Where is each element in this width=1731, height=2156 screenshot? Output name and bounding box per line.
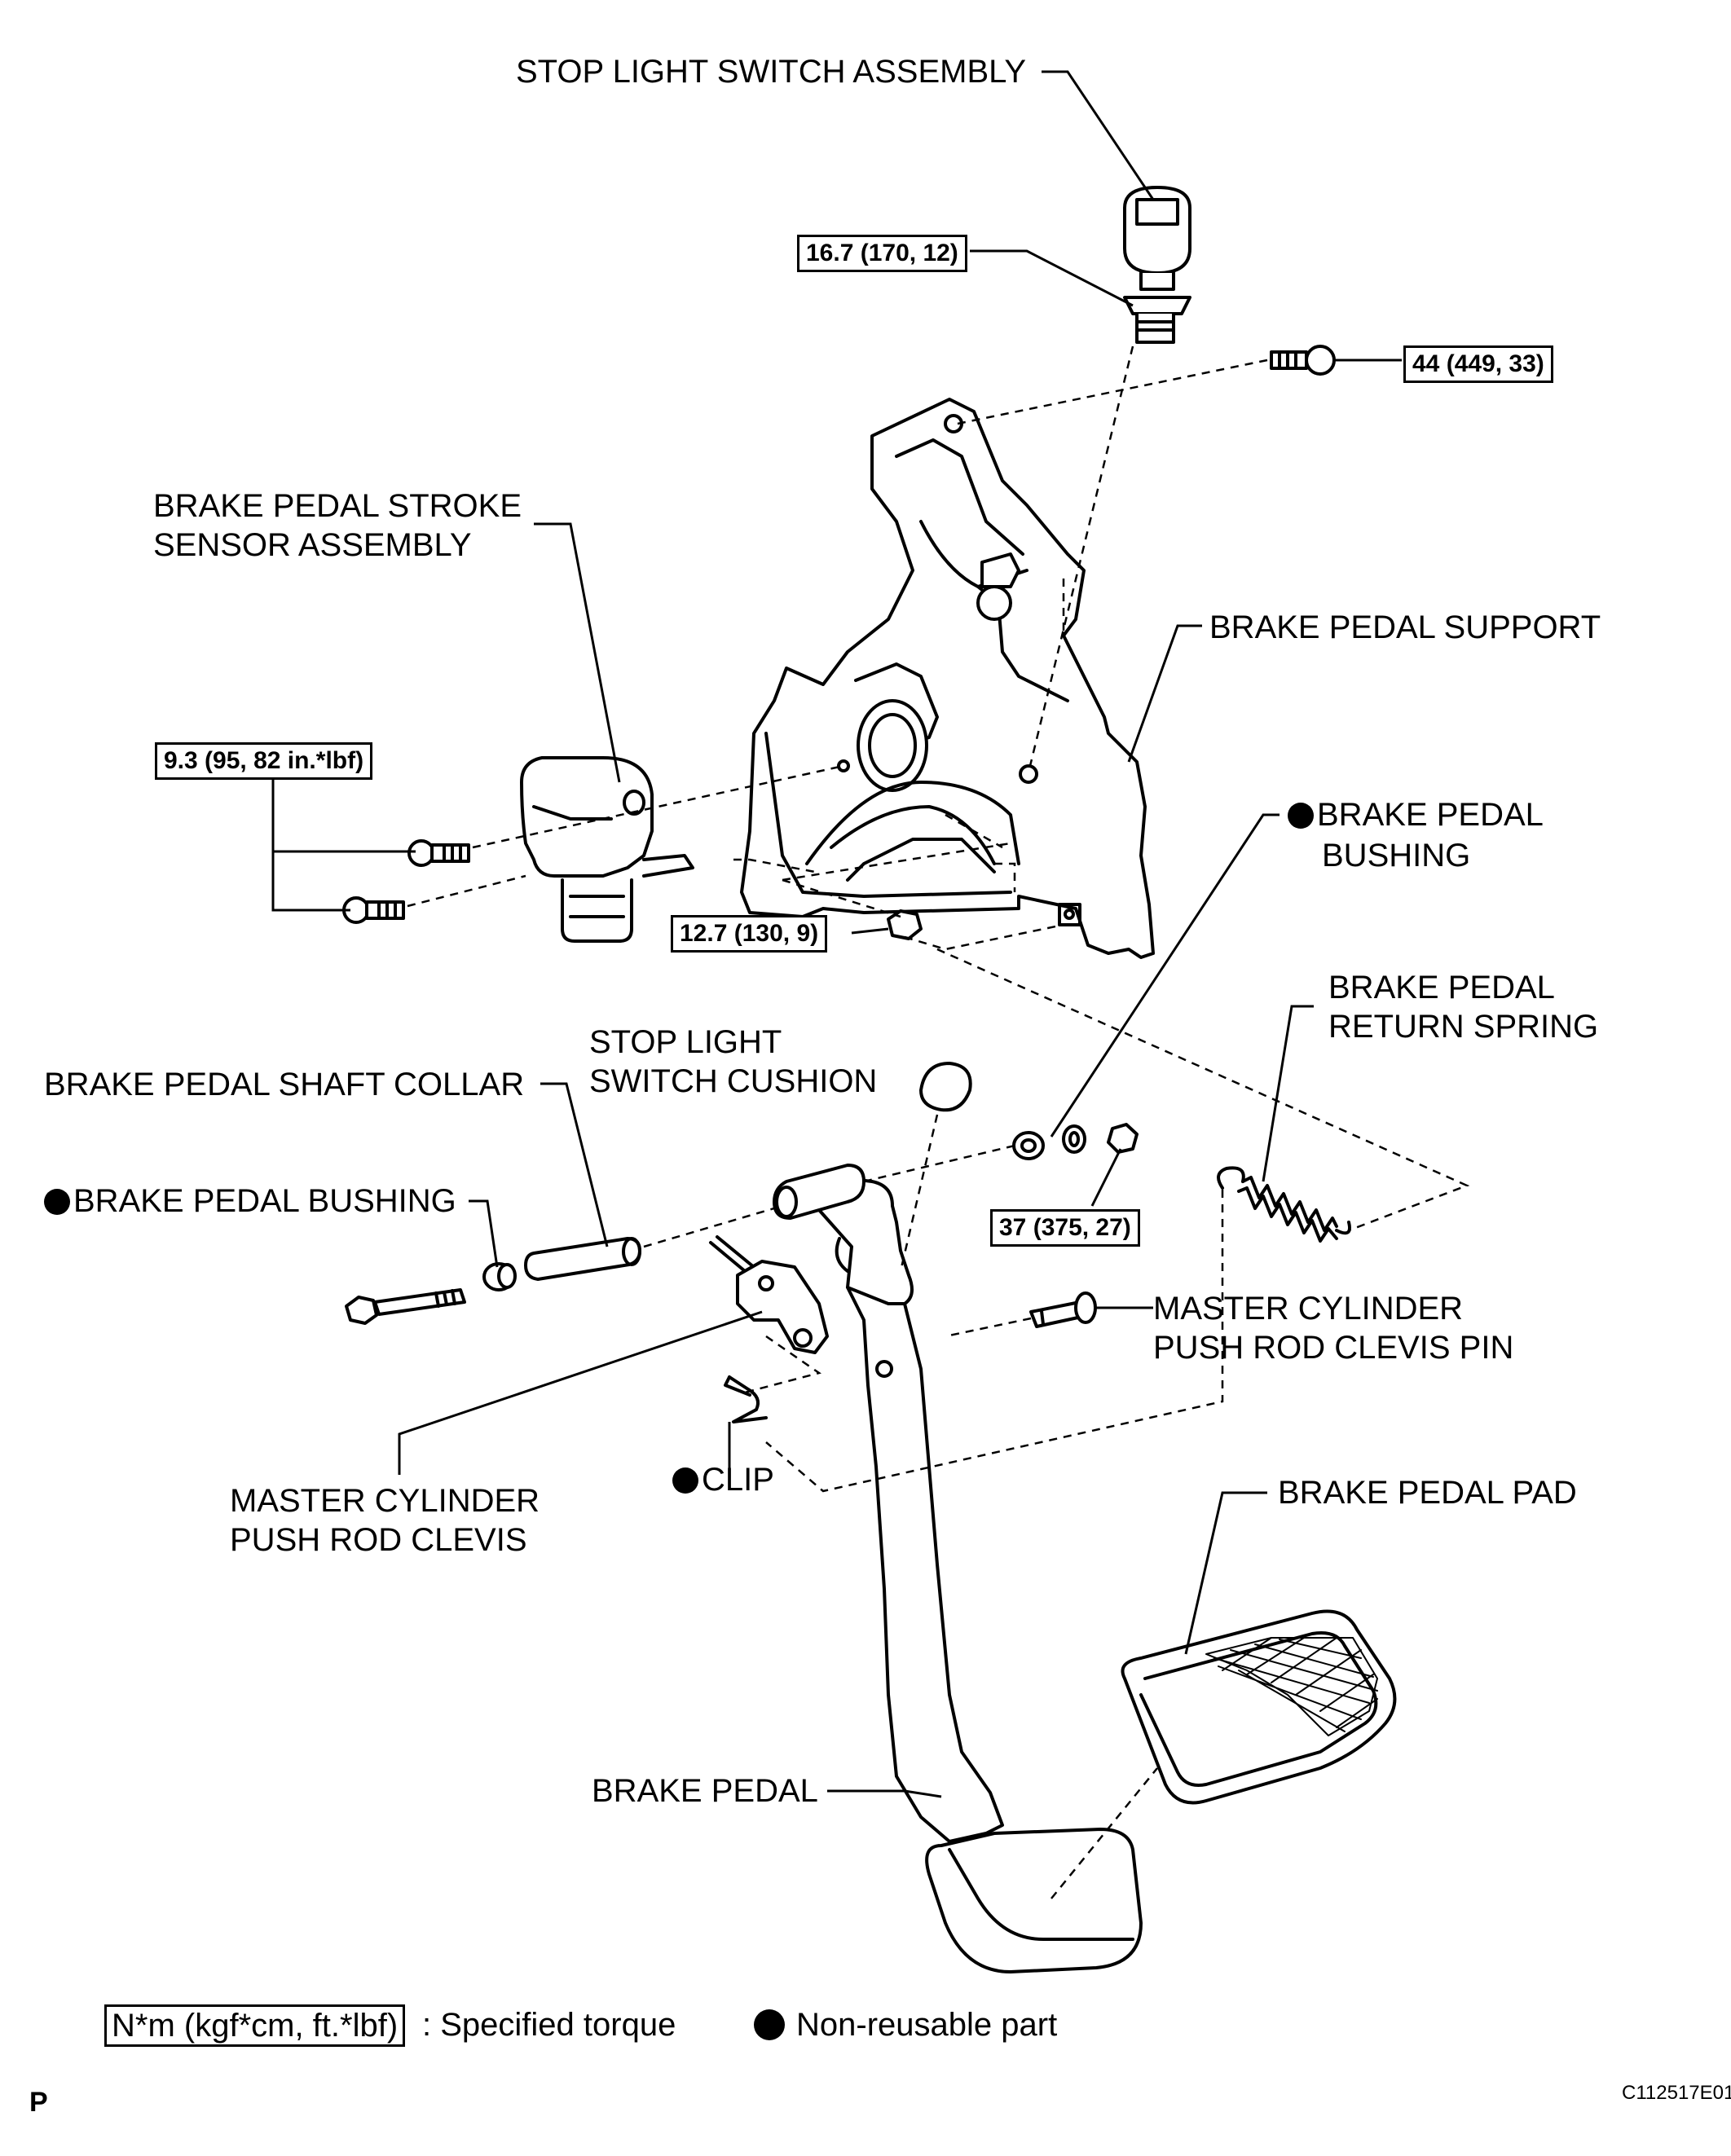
clevis-pin-part	[1029, 1291, 1097, 1328]
label-return-spring-line1: BRAKE PEDAL	[1328, 970, 1555, 1005]
leader-lines	[271, 70, 1402, 1798]
label-brake-pedal-bushing-upper-line2: BUSHING	[1322, 838, 1471, 873]
label-stop-light-switch-assembly: STOP LIGHT SWITCH ASSEMBLY	[516, 54, 1027, 90]
stop-light-switch-part	[1123, 186, 1191, 344]
label-shaft-collar: BRAKE PEDAL SHAFT COLLAR	[44, 1067, 525, 1102]
label-brake-pedal-pad: BRAKE PEDAL PAD	[1278, 1475, 1577, 1511]
label-clip: CLIP	[672, 1460, 774, 1499]
legend-nonreusable-text: Non-reusable part	[796, 2007, 1058, 2043]
switch-cushion-part	[919, 1062, 972, 1112]
torque-pivot-nut: 37 (375, 27)	[990, 1209, 1140, 1247]
label-push-rod-clevis-line1: MASTER CYLINDER	[230, 1483, 540, 1519]
brake-pedal-pad-part	[1121, 1609, 1397, 1805]
torque-stroke-sensor-bolts: 9.3 (95, 82 in.*lbf)	[155, 742, 373, 780]
assembly-guide-lines	[407, 345, 1470, 1899]
legend-torque-desc: : Specified torque	[422, 2007, 676, 2043]
torque-support-bolt: 44 (449, 33)	[1403, 345, 1553, 383]
label-clip-text: CLIP	[702, 1462, 774, 1498]
label-brake-pedal-support: BRAKE PEDAL SUPPORT	[1209, 609, 1601, 645]
pivot-hardware-part	[1012, 1123, 1139, 1160]
return-spring-part	[1217, 1166, 1351, 1243]
nonreusable-dot-icon	[672, 1467, 698, 1494]
label-brake-pedal: BRAKE PEDAL	[592, 1773, 818, 1809]
label-switch-cushion-line2: SWITCH CUSHION	[589, 1063, 878, 1099]
nonreusable-dot-icon	[44, 1189, 70, 1215]
torque-stop-light-switch: 16.7 (170, 12)	[797, 235, 967, 272]
label-brake-pedal-bushing-left: BRAKE PEDAL BUSHING	[44, 1181, 456, 1221]
corner-letter: P	[29, 2087, 48, 2118]
brake-pedal-support-part	[740, 398, 1155, 959]
label-push-rod-clevis-line2: PUSH ROD CLEVIS	[230, 1522, 527, 1558]
nonreusable-dot-icon	[1288, 803, 1314, 829]
label-brake-pedal-bushing-upper: BRAKE PEDAL	[1288, 795, 1544, 834]
nonreusable-dot-icon	[754, 2009, 785, 2040]
figure-code: C112517E01	[1622, 2082, 1731, 2104]
push-rod-clevis-part	[709, 1235, 829, 1354]
torque-support-nut: 12.7 (130, 9)	[671, 915, 828, 953]
label-switch-cushion-line1: STOP LIGHT	[589, 1024, 782, 1060]
label-stroke-sensor-line2: SENSOR ASSEMBLY	[153, 527, 472, 563]
brake-pedal-part	[773, 1164, 1143, 1973]
label-return-spring-line2: RETURN SPRING	[1328, 1009, 1599, 1045]
label-brake-pedal-bushing-upper-line1: BRAKE PEDAL	[1317, 797, 1544, 833]
support-nut-part	[887, 909, 923, 940]
clip-part	[724, 1375, 768, 1423]
stroke-sensor-part	[520, 756, 694, 943]
label-brake-pedal-bushing-left-text: BRAKE PEDAL BUSHING	[73, 1183, 456, 1219]
legend-nonreusable: Non-reusable part	[754, 2005, 1057, 2044]
pivot-bolt-part	[345, 1288, 466, 1325]
shaft-collar-part	[524, 1237, 641, 1281]
legend-torque-units: N*m (kgf*cm, ft.*lbf)	[104, 2004, 406, 2047]
support-bolt-part	[1270, 345, 1336, 376]
stroke-sensor-bolts	[342, 839, 470, 924]
label-clevis-pin-line1: MASTER CYLINDER	[1153, 1291, 1464, 1327]
label-clevis-pin-line2: PUSH ROD CLEVIS PIN	[1153, 1330, 1514, 1366]
left-bushing-part	[482, 1262, 517, 1291]
label-stroke-sensor-line1: BRAKE PEDAL STROKE	[153, 488, 522, 524]
